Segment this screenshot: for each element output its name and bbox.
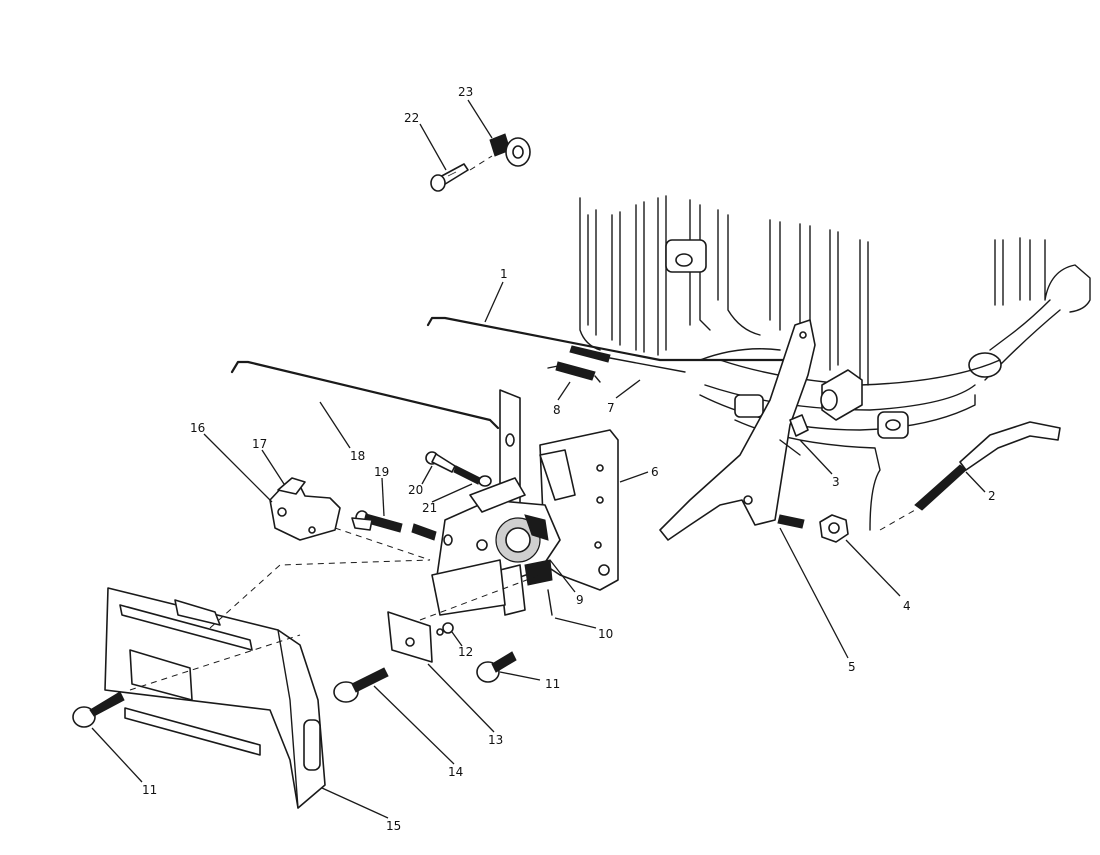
callout-13: 13: [488, 733, 503, 747]
callout-6: 6: [651, 465, 659, 479]
part-3-clip: [789, 414, 809, 437]
part-14-bolt: [333, 667, 389, 703]
callout-7: 7: [607, 401, 615, 415]
callout-18: 18: [350, 449, 365, 463]
part-20-screw: [425, 451, 481, 485]
part-1-rod: [426, 316, 787, 362]
callout-14: 14: [448, 765, 463, 779]
part-5-lever: [659, 319, 816, 541]
callout-labels: 1 2 3 4 5 6 7 8 9 10 11 11 12 13 14 15 1…: [142, 85, 996, 833]
callout-12: 12: [458, 645, 473, 659]
part-bracket-assembly: [419, 389, 619, 621]
part-21-washer: [478, 475, 492, 487]
callout-20: 20: [408, 483, 423, 497]
callout-9: 9: [576, 593, 584, 607]
callout-23: 23: [458, 85, 473, 99]
part-7-spring: [569, 345, 686, 373]
callout-10: 10: [598, 627, 613, 641]
callout-1: 1: [500, 267, 508, 281]
callout-21: 21: [422, 501, 437, 515]
part-11-bolt-center: [476, 651, 517, 683]
part-8-spring: [547, 361, 601, 383]
callout-2: 2: [988, 489, 996, 503]
callout-3: 3: [832, 475, 840, 489]
callout-19: 19: [374, 465, 389, 479]
callout-4: 4: [903, 599, 911, 613]
part-2-shaft: [879, 421, 1061, 531]
callout-15: 15: [386, 819, 401, 833]
callout-5: 5: [848, 660, 856, 674]
callout-11-center: 11: [545, 677, 560, 691]
part-23-spring-clip: [469, 133, 531, 171]
part-22-bolt: [430, 163, 469, 192]
part-15-cover-plate: [104, 559, 431, 809]
part-13-bracket: [387, 611, 433, 663]
part-4-nut: [819, 514, 849, 543]
part-12-washer: [436, 622, 454, 636]
part-18-rod: [230, 360, 500, 430]
callout-8: 8: [553, 403, 561, 417]
callout-11-left: 11: [142, 783, 157, 797]
part-16-17-bracket: [269, 477, 431, 561]
part-11-bolt-left: [72, 691, 125, 728]
callout-16: 16: [190, 421, 205, 435]
engine-block: [579, 195, 1091, 531]
leader-lines: [91, 99, 986, 819]
callout-17: 17: [252, 437, 267, 451]
callout-22: 22: [404, 111, 419, 125]
